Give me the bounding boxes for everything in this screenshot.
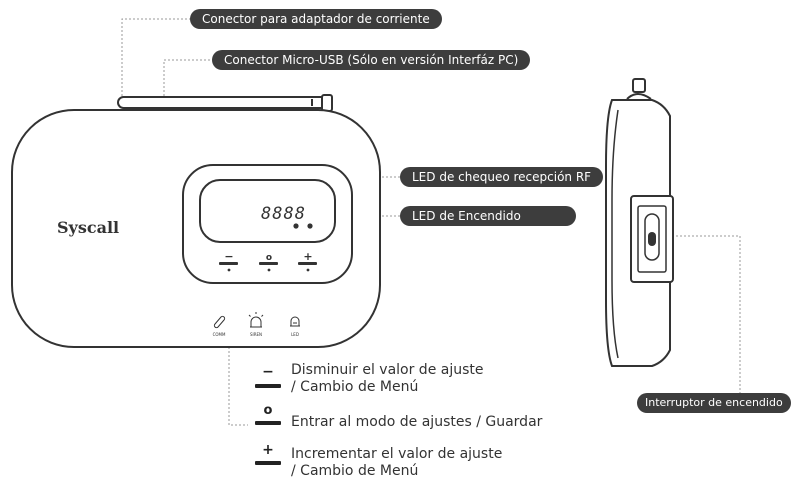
led-icon bbox=[290, 316, 300, 327]
legend-plus-bar bbox=[255, 461, 281, 465]
legend-enter-bar bbox=[255, 421, 281, 425]
indicator-comm-label: COMM bbox=[213, 332, 226, 337]
indicator-led-label: LED bbox=[291, 332, 299, 337]
side-inner-edge bbox=[611, 109, 619, 359]
comm-icon bbox=[213, 315, 226, 329]
indicator-icons bbox=[213, 312, 300, 329]
siren-icon bbox=[248, 312, 264, 328]
legend-minus-symbol: − bbox=[255, 364, 281, 388]
callout-power-switch: Interruptor de encendido bbox=[637, 393, 791, 413]
legend-plus-line2: / Cambio de Menú bbox=[291, 463, 419, 479]
display-screen bbox=[199, 179, 336, 243]
legend-minus-bar bbox=[255, 384, 281, 388]
legend-enter-text: Entrar al modo de ajustes / Guardar bbox=[291, 414, 542, 431]
device-btn-enter-label: o bbox=[266, 253, 272, 263]
brand-logo: Syscall bbox=[57, 218, 119, 237]
callout-power-led: LED de Encendido bbox=[400, 206, 576, 226]
leader-power-connector bbox=[121, 18, 190, 108]
side-view bbox=[605, 78, 674, 367]
display-digits: 8888 bbox=[261, 204, 306, 224]
device-btn-minus-dot bbox=[227, 268, 231, 272]
side-antenna-tip bbox=[632, 78, 646, 93]
callout-micro-usb: Conector Micro-USB (Sólo en versión Inte… bbox=[212, 50, 531, 70]
device-btn-plus-dot bbox=[306, 268, 310, 272]
legend-enter-symbol: o bbox=[255, 403, 281, 425]
indicator-siren-label: SIREN bbox=[250, 332, 262, 337]
rf-led-dot bbox=[293, 223, 299, 229]
legend-minus-line1: Disminuir el valor de ajuste bbox=[291, 362, 484, 378]
callout-rf-led: LED de chequeo recepción RF bbox=[400, 167, 604, 187]
legend-plus-text: Incrementar el valor de ajuste / Cambio … bbox=[291, 446, 502, 480]
legend-minus-text: Disminuir el valor de ajuste / Cambio de… bbox=[291, 362, 484, 396]
leader-switch bbox=[660, 235, 741, 393]
legend-enter-glyph: o bbox=[263, 403, 273, 418]
device-btn-minus-bar bbox=[219, 262, 238, 265]
legend-enter-line1: Entrar al modo de ajustes / Guardar bbox=[291, 414, 543, 430]
antenna bbox=[117, 94, 333, 112]
callout-power-connector: Conector para adaptador de corriente bbox=[190, 9, 442, 29]
legend-minus-glyph: − bbox=[262, 364, 274, 380]
legend-plus-glyph: + bbox=[262, 442, 274, 458]
switch-knob bbox=[648, 232, 656, 246]
device-btn-minus-label: − bbox=[224, 250, 233, 263]
device-btn-enter-bar bbox=[259, 262, 278, 265]
device-buttons bbox=[219, 262, 317, 272]
legend-minus-line2: / Cambio de Menú bbox=[291, 379, 419, 395]
device-btn-plus-label: + bbox=[303, 250, 312, 263]
device-btn-enter-dot bbox=[267, 268, 271, 272]
legend-plus-symbol: + bbox=[255, 442, 281, 465]
legend-plus-line1: Incrementar el valor de ajuste bbox=[291, 446, 503, 462]
device-btn-plus-bar bbox=[298, 262, 317, 265]
power-led-dot bbox=[307, 223, 313, 229]
side-antenna-base bbox=[626, 93, 652, 100]
leader-micro-usb bbox=[163, 59, 212, 108]
